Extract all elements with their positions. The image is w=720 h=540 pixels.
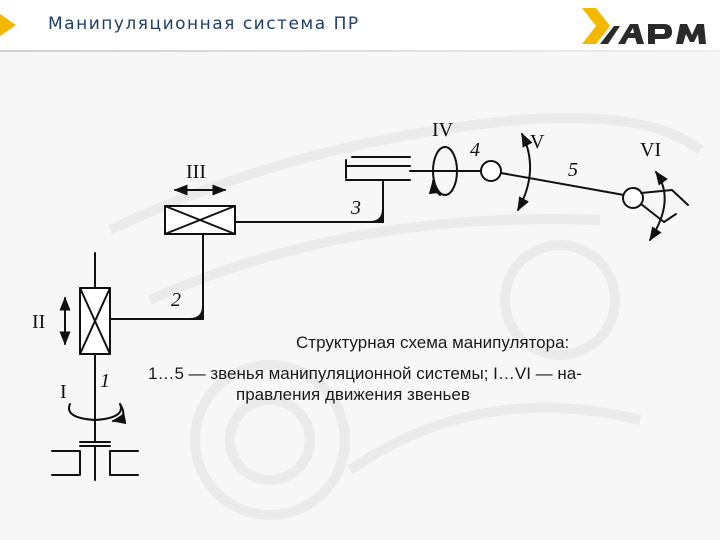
apm-logo [582, 8, 706, 44]
logo-lettering [618, 24, 706, 44]
rotation-IV-arrow [428, 179, 441, 196]
label-direction-IV: IV [432, 119, 454, 141]
slider-II-cross-b [79, 287, 111, 355]
logo-swoosh-icon [600, 26, 620, 44]
slide-title: Манипуляционная система ПР [48, 14, 360, 34]
caption-title: Структурная схема манипулятора: [296, 333, 569, 352]
joint-2-fillet [189, 305, 204, 320]
caption-line-2: 1…5 — звенья манипуляционной системы; I…… [148, 364, 582, 383]
rotation-VI-arrow [649, 170, 668, 242]
label-direction-VI: VI [640, 139, 661, 161]
base-bracket-right [109, 450, 139, 476]
link-2-arm [109, 233, 204, 320]
rotation-I-arrow [111, 403, 127, 425]
mechanism [51, 132, 689, 481]
background-gear-artwork [107, 113, 704, 520]
rotation-I-arc [68, 403, 122, 421]
label-link-5: 5 [568, 159, 578, 181]
manipulator-schematic: I II III IV V VI 1 2 3 4 5 Структурная с… [32, 113, 704, 520]
label-link-2: 2 [171, 289, 181, 311]
label-link-1: 1 [100, 370, 110, 392]
header-divider [0, 50, 720, 52]
logo-chevron-icon [582, 8, 610, 44]
rotation-V-arrow [517, 132, 533, 212]
slider-III-cross-b [164, 205, 236, 235]
base-bracket-left [51, 450, 81, 476]
label-direction-V: V [530, 131, 545, 153]
gripper-jaw-lower [640, 203, 677, 223]
caption-line-3: правления движения звеньев [236, 385, 470, 404]
label-link-3: 3 [350, 197, 361, 219]
joint-4-circle [480, 160, 502, 182]
label-direction-II: II [32, 311, 45, 333]
label-direction-III: III [186, 161, 206, 183]
joint-3-fillet [369, 208, 384, 223]
label-direction-I: I [60, 381, 67, 403]
triangle-bullet-icon [0, 14, 16, 36]
joint-6-circle [622, 187, 644, 209]
label-link-4: 4 [470, 139, 480, 161]
slide-header: Манипуляционная система ПР [0, 0, 720, 52]
rotation-IV-arc [432, 146, 458, 196]
link-5-rod [500, 172, 625, 196]
